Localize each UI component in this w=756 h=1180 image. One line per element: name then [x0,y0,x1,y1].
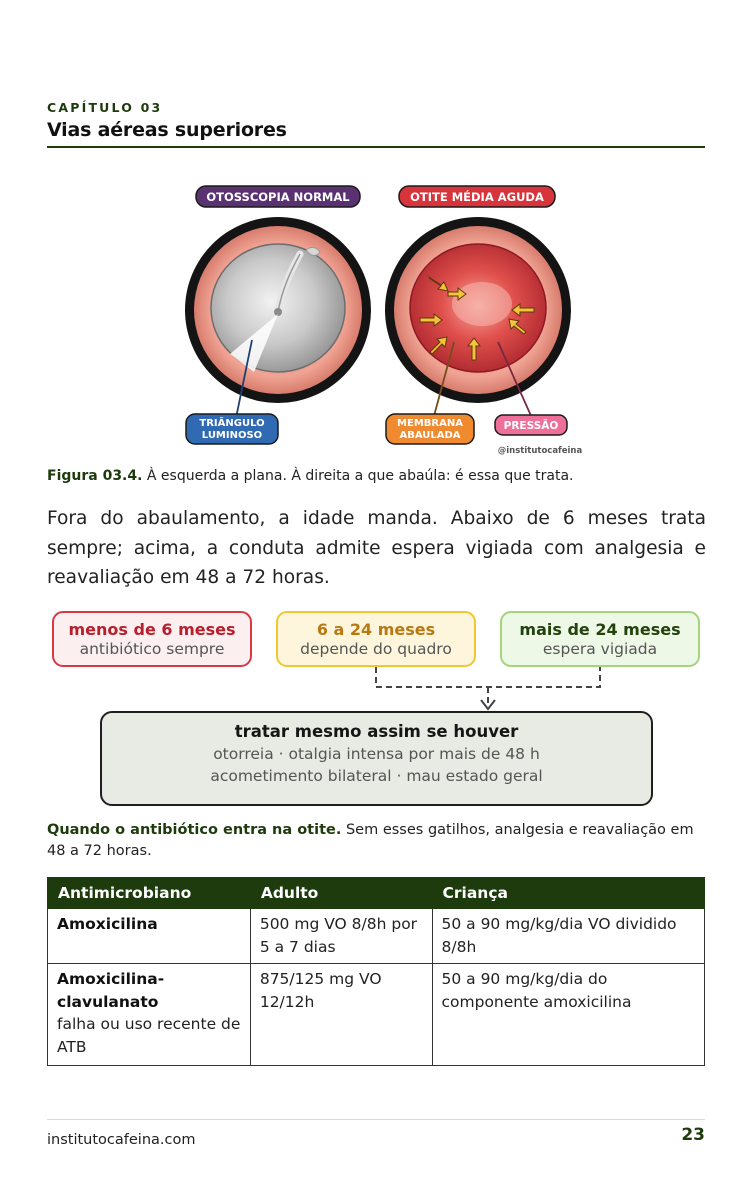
pressure-pointer [497,341,533,419]
age-box-subtitle: depende do quadro [300,640,452,658]
page-number: 23 [681,1125,705,1145]
body-paragraph: Fora do abaulamento, a idade manda. Abai… [47,508,706,588]
age-box-title: 6 a 24 meses [316,620,436,639]
figure-caption-label: Figura 03.4. [47,468,143,484]
child-dose-cell: 50 a 90 mg/kg/dia VO dividido 8/8h [431,908,705,964]
age-box-title: mais de 24 meses [519,620,681,639]
otoscopy-illustration: OTOSSCOPIA NORMAL OTITE MÉDIA AGUDA TRIÂ… [185,185,583,456]
treat-box-line: acometimento bilateral · mau estado gera… [210,767,543,785]
chapter-label: CAPÍTULO 03 [47,100,163,115]
figure-caption: Figura 03.4. À esquerda a plana. À direi… [47,468,707,484]
column-header: Antimicrobiano [47,877,251,909]
pressure-badge: PRESSÃO [494,414,568,436]
drug-cell: Amoxicilina [47,908,251,964]
age-box-over-24-months: mais de 24 meses espera vigiada [500,611,700,667]
child-dose-cell: 50 a 90 mg/kg/dia do componente amoxicil… [431,963,705,1066]
image-credit: @institutocafeina [498,446,583,456]
table-note-text: Sem esses gatilhos, analgesia e reavalia… [47,822,694,859]
antimicrobial-table: Antimicrobiano Adulto Criança Amoxicilin… [47,877,705,1066]
footer-site: institutocafeina.com [47,1132,196,1148]
table-row: Amoxicilina 500 mg VO 8/8h por 5 a 7 dia… [47,908,705,964]
treat-box-title: tratar mesmo assim se houver [234,722,519,741]
svg-text:ABAULADA: ABAULADA [399,430,460,441]
table-note: Quando o antibiótico entra na otite. Sem… [47,820,709,862]
svg-text:OTITE MÉDIA AGUDA: OTITE MÉDIA AGUDA [410,189,544,204]
age-box-under-6-months: menos de 6 meses antibiótico sempre [52,611,252,667]
arrow-down-icon [480,699,496,711]
drug-note: falha ou uso recente de ATB [57,1015,241,1056]
table-header-row: Antimicrobiano Adulto Criança [47,877,705,909]
normal-badge: OTOSSCOPIA NORMAL [195,185,361,208]
normal-eardrum [185,217,371,403]
drug-name: Amoxicilina [57,915,158,933]
membrane-badge: MEMBRANA ABAULADA [385,413,475,445]
age-box-6-to-24-months: 6 a 24 meses depende do quadro [276,611,476,667]
age-box-title: menos de 6 meses [68,620,236,639]
svg-text:OTOSSCOPIA NORMAL: OTOSSCOPIA NORMAL [206,190,350,204]
svg-text:TRIÂNGULO: TRIÂNGULO [199,416,264,429]
triangle-pointer [235,339,253,419]
drug-name: Amoxicilina-clavulanato [57,970,165,1011]
svg-text:PRESSÃO: PRESSÃO [504,419,559,432]
treat-box-line: otorreia · otalgia intensa por mais de 4… [213,745,540,763]
column-header: Criança [431,877,705,909]
section-title: Vias aéreas superiores [47,119,287,141]
membrane-pointer [433,341,455,417]
triangle-badge: TRIÂNGULO LUMINOSO [185,413,279,445]
table-note-label: Quando o antibiótico entra na otite. [47,822,342,838]
figure-caption-text: À esquerda a plana. À direita a que abaú… [142,468,574,484]
age-box-subtitle: espera vigiada [542,640,658,658]
svg-text:MEMBRANA: MEMBRANA [397,418,463,429]
column-header: Adulto [249,877,433,909]
age-box-subtitle: antibiótico sempre [79,640,225,658]
oma-badge: OTITE MÉDIA AGUDA [398,185,556,208]
adult-dose-cell: 875/125 mg VO 12/12h [249,963,433,1066]
oma-eardrum [385,217,571,403]
footer-divider [47,1119,705,1120]
adult-dose-cell: 500 mg VO 8/8h por 5 a 7 dias [249,908,433,964]
title-divider [47,146,705,148]
svg-text:LUMINOSO: LUMINOSO [202,430,262,441]
treat-anyway-box: tratar mesmo assim se houver otorreia · … [100,711,653,806]
